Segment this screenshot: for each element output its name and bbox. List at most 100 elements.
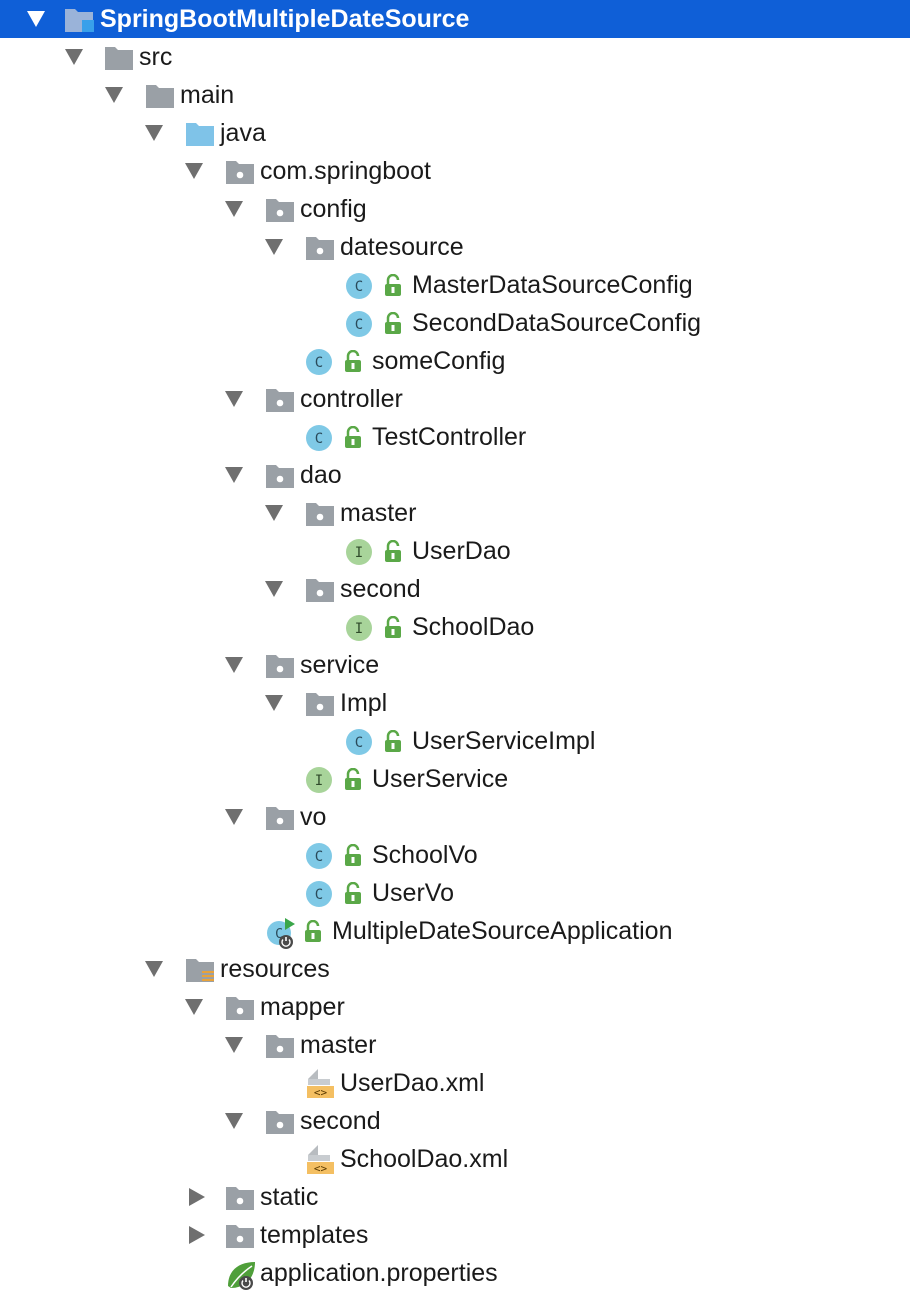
tree-node-master-datasource-config[interactable]: C MasterDataSourceConfig <box>0 266 910 304</box>
expand-arrow-icon[interactable] <box>265 505 283 521</box>
tree-node-dao-second[interactable]: second <box>0 570 910 608</box>
tree-node-root[interactable]: SpringBootMultipleDateSource <box>0 0 910 38</box>
expand-arrow-icon[interactable] <box>265 695 283 711</box>
svg-text:C: C <box>355 279 363 295</box>
node-label: service <box>300 651 380 679</box>
package-icon <box>265 1109 295 1135</box>
expand-arrow-icon[interactable] <box>225 201 243 217</box>
tree-node-main[interactable]: main <box>0 76 910 114</box>
module-folder-icon <box>64 7 94 33</box>
expand-arrow-icon[interactable] <box>225 809 243 825</box>
class-icon: C <box>305 348 335 375</box>
svg-text:C: C <box>355 317 363 333</box>
lock-icon <box>302 920 324 944</box>
node-label: someConfig <box>372 347 506 375</box>
node-label: SchoolDao <box>412 613 535 641</box>
tree-node-test-controller[interactable]: C TestController <box>0 418 910 456</box>
folder-icon <box>104 45 134 71</box>
tree-node-application-properties[interactable]: application.properties <box>0 1254 910 1292</box>
tree-node-school-dao[interactable]: I SchoolDao <box>0 608 910 646</box>
node-label: UserDao <box>412 537 511 565</box>
tree-node-school-dao-xml[interactable]: <> SchoolDao.xml <box>0 1140 910 1178</box>
tree-node-dao[interactable]: dao <box>0 456 910 494</box>
expand-arrow-icon[interactable] <box>65 49 83 65</box>
expand-arrow-icon[interactable] <box>225 1037 243 1053</box>
tree-node-java[interactable]: java <box>0 114 910 152</box>
expand-arrow-icon[interactable] <box>225 657 243 673</box>
tree-node-user-service-impl[interactable]: C UserServiceImpl <box>0 722 910 760</box>
project-name: SpringBootMultipleDateSource <box>100 5 470 33</box>
node-label: com.springboot <box>260 157 431 185</box>
expand-arrow-icon[interactable] <box>265 581 283 597</box>
package-icon <box>265 387 295 413</box>
lock-icon <box>382 616 404 640</box>
tree-node-datesource[interactable]: datesource <box>0 228 910 266</box>
expand-arrow-icon[interactable] <box>265 239 283 255</box>
package-icon <box>305 691 335 717</box>
svg-text:<>: <> <box>314 1162 328 1175</box>
expand-arrow-icon[interactable] <box>225 391 243 407</box>
package-icon <box>225 1223 255 1249</box>
tree-node-templates[interactable]: templates <box>0 1216 910 1254</box>
package-icon <box>225 995 255 1021</box>
tree-node-src[interactable]: src <box>0 38 910 76</box>
svg-text:C: C <box>315 355 323 371</box>
node-label: SecondDataSourceConfig <box>412 309 702 337</box>
expand-arrow-icon[interactable] <box>185 999 203 1015</box>
tree-node-dao-master[interactable]: master <box>0 494 910 532</box>
tree-node-vo[interactable]: vo <box>0 798 910 836</box>
tree-node-mapper-master[interactable]: master <box>0 1026 910 1064</box>
tree-node-some-config[interactable]: C someConfig <box>0 342 910 380</box>
tree-node-application-class[interactable]: C MultipleDateSourceApplication <box>0 912 910 950</box>
package-icon <box>305 235 335 261</box>
expand-arrow-icon[interactable] <box>185 163 203 179</box>
tree-node-com-springboot[interactable]: com.springboot <box>0 152 910 190</box>
package-icon <box>265 805 295 831</box>
node-label: java <box>220 119 266 147</box>
tree-node-mapper-second[interactable]: second <box>0 1102 910 1140</box>
expand-arrow-icon[interactable] <box>145 961 163 977</box>
node-label: config <box>300 195 367 223</box>
resources-folder-icon <box>185 957 215 983</box>
node-label: controller <box>300 385 403 413</box>
class-icon: C <box>305 424 335 451</box>
collapse-arrow-icon[interactable] <box>189 1226 205 1244</box>
expand-arrow-icon[interactable] <box>145 125 163 141</box>
expand-arrow-icon[interactable] <box>225 1113 243 1129</box>
expand-arrow-icon[interactable] <box>225 467 243 483</box>
tree-node-static[interactable]: static <box>0 1178 910 1216</box>
node-label: TestController <box>372 423 527 451</box>
svg-text:C: C <box>315 887 323 903</box>
interface-icon: I <box>345 614 375 641</box>
tree-node-impl[interactable]: Impl <box>0 684 910 722</box>
svg-text:C: C <box>355 735 363 751</box>
tree-node-config[interactable]: config <box>0 190 910 228</box>
tree-node-controller[interactable]: controller <box>0 380 910 418</box>
collapse-arrow-icon[interactable] <box>189 1188 205 1206</box>
expand-arrow-icon[interactable] <box>27 11 45 27</box>
tree-node-school-vo[interactable]: C SchoolVo <box>0 836 910 874</box>
tree-node-mapper[interactable]: mapper <box>0 988 910 1026</box>
lock-icon <box>342 768 364 792</box>
tree-node-service[interactable]: service <box>0 646 910 684</box>
node-label: UserService <box>372 765 509 793</box>
package-icon <box>265 463 295 489</box>
tree-node-user-vo[interactable]: C UserVo <box>0 874 910 912</box>
node-label: second <box>300 1107 381 1135</box>
lock-icon <box>342 882 364 906</box>
node-label: Impl <box>340 689 388 717</box>
tree-node-user-dao-xml[interactable]: <> UserDao.xml <box>0 1064 910 1102</box>
node-label: UserDao.xml <box>340 1069 485 1097</box>
expand-arrow-icon[interactable] <box>105 87 123 103</box>
tree-node-user-dao[interactable]: I UserDao <box>0 532 910 570</box>
source-folder-icon <box>185 121 215 147</box>
tree-node-resources[interactable]: resources <box>0 950 910 988</box>
svg-text:C: C <box>275 927 283 942</box>
node-label: src <box>139 43 173 71</box>
tree-node-second-datasource-config[interactable]: C SecondDataSourceConfig <box>0 304 910 342</box>
tree-node-user-service[interactable]: I UserService <box>0 760 910 798</box>
spring-boot-app-icon: C <box>265 916 299 950</box>
node-label: datesource <box>340 233 464 261</box>
svg-text:C: C <box>315 849 323 865</box>
